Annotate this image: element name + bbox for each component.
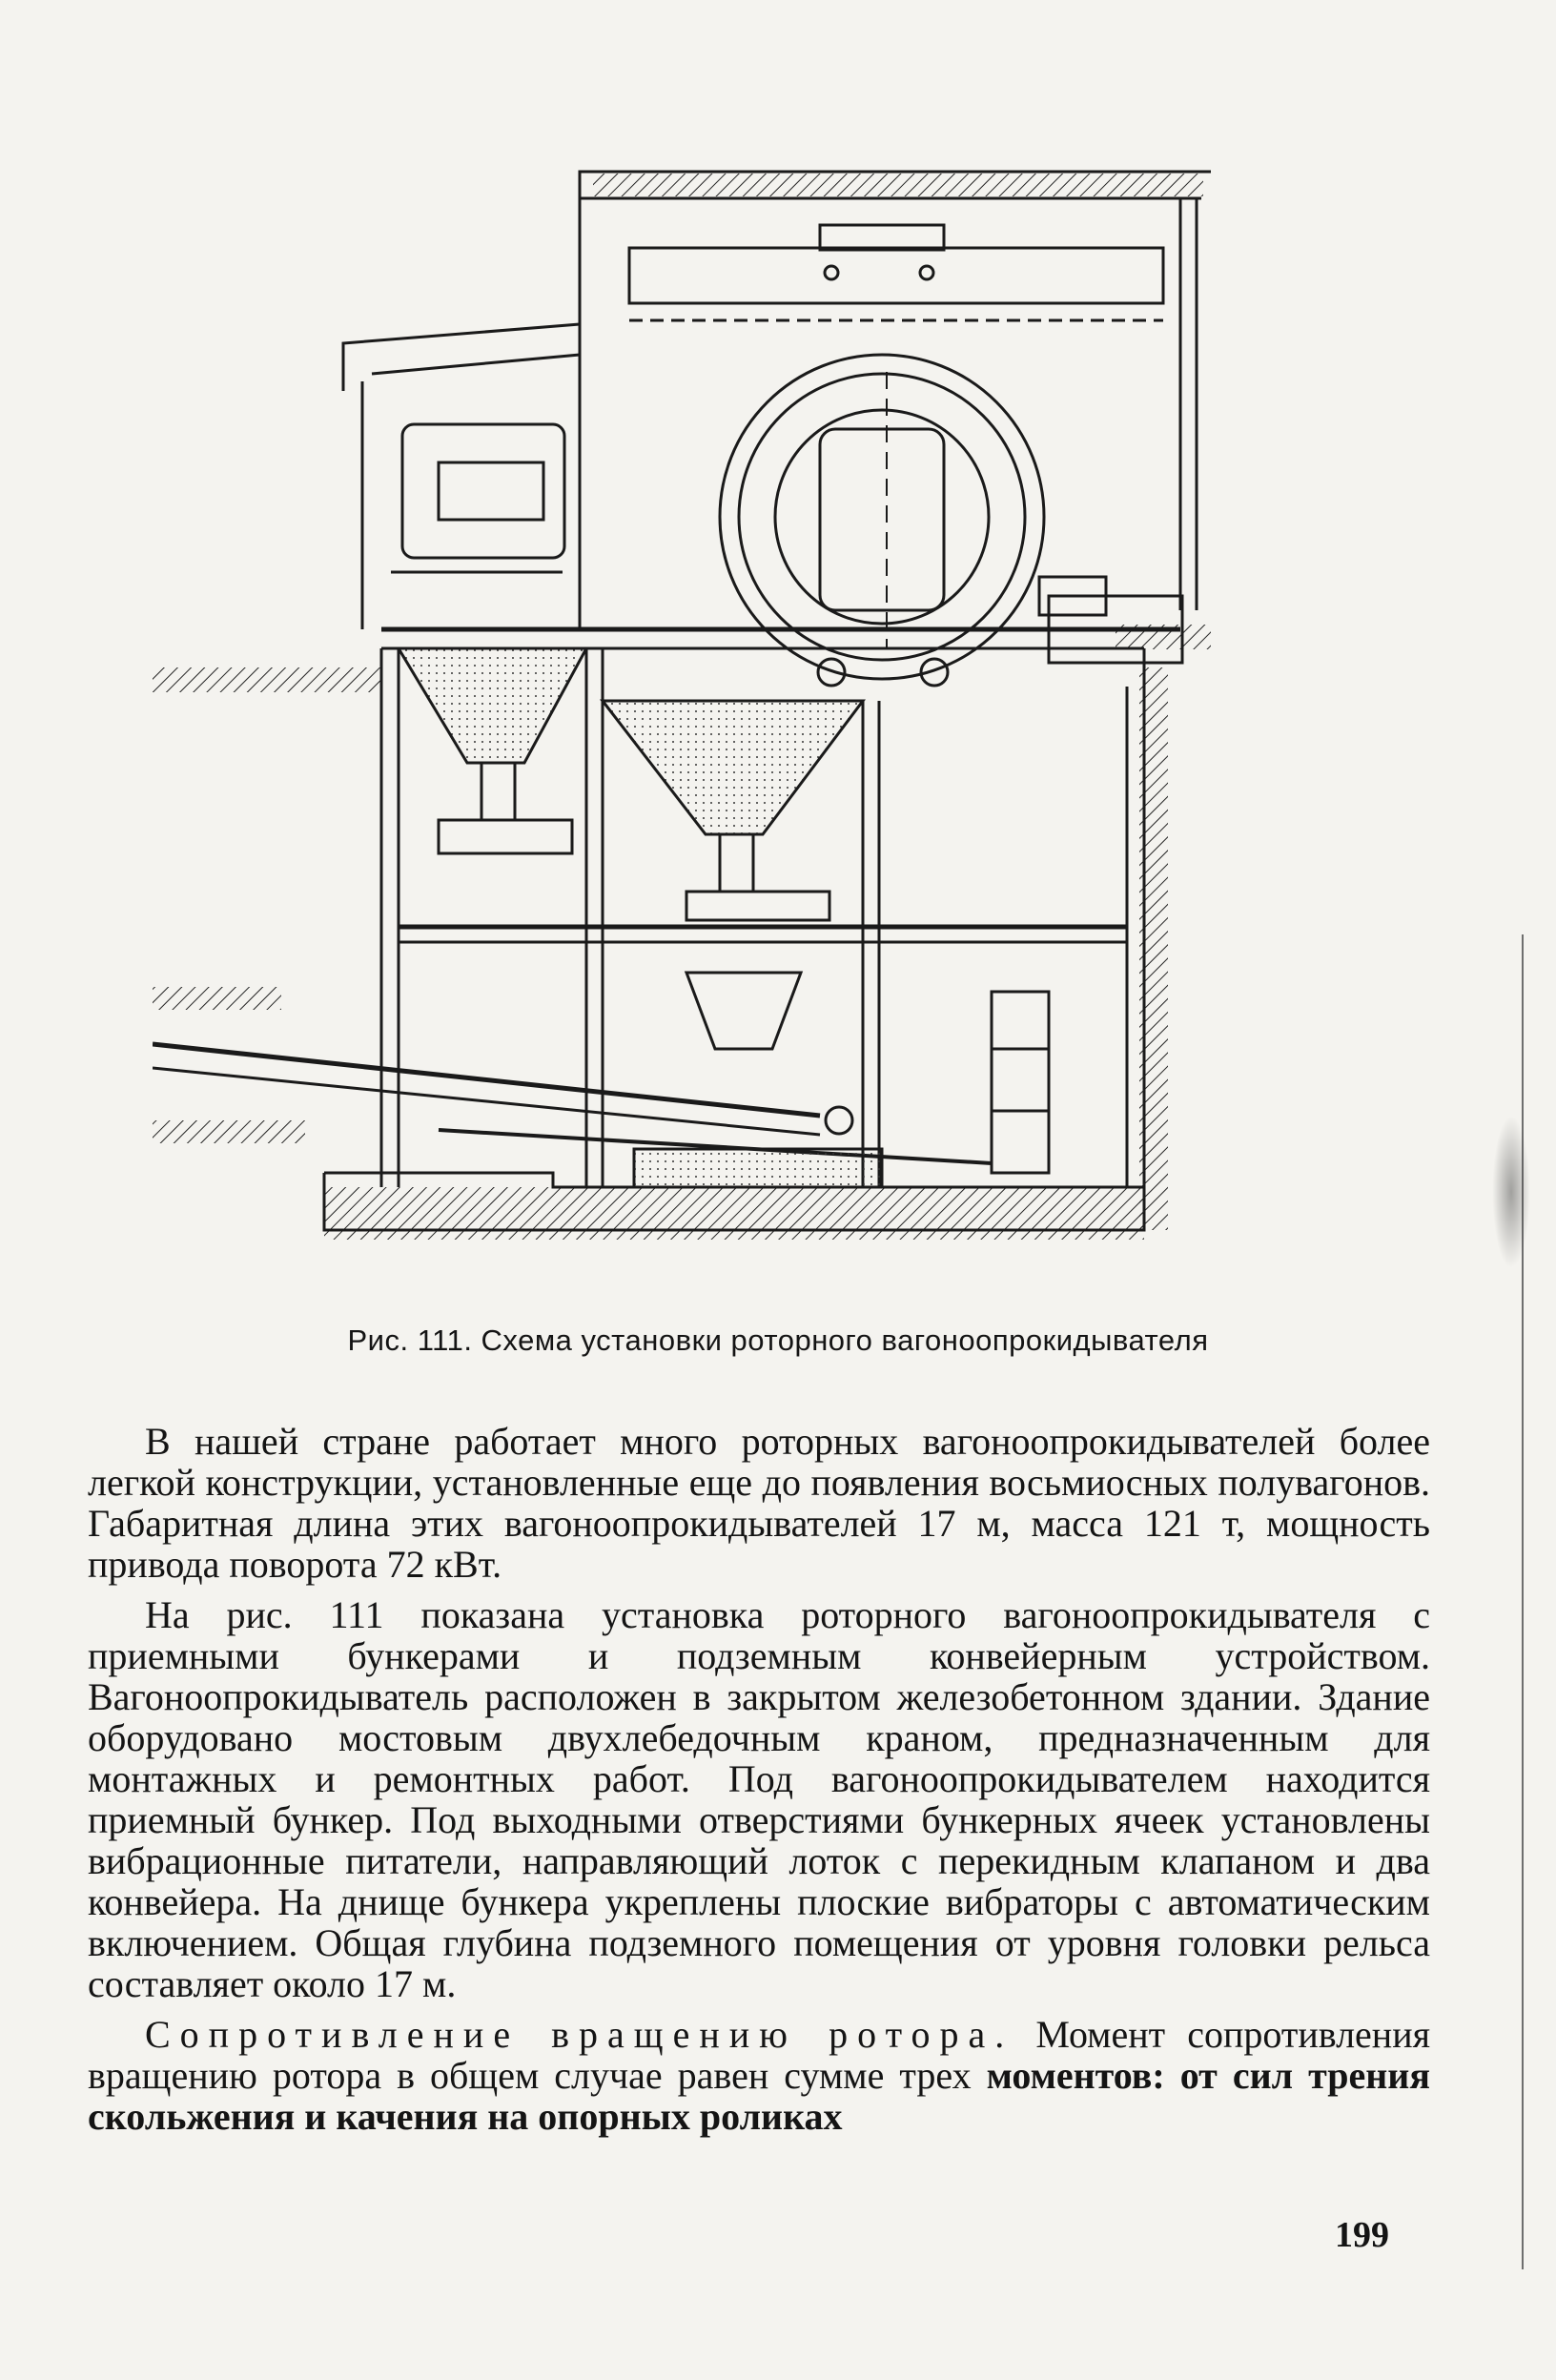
section-heading-inline: Сопротивление вращению ротора. (145, 2013, 1014, 2056)
roof-hatch (593, 174, 1203, 196)
scan-margin-line (1522, 934, 1524, 2269)
crane-trolley (818, 223, 946, 252)
foundation-hatch (324, 1187, 1144, 1240)
paragraph-3-text: Момент сопротивления вращению ротора в о… (88, 2013, 1431, 2097)
elevator-frame (990, 990, 1051, 1175)
paragraph-2: На рис. 111 показана установка роторного… (88, 1593, 1430, 2005)
wagon-in-rotor (818, 427, 946, 612)
vibratory-feeder-right (685, 890, 831, 922)
annex-roof (341, 322, 581, 391)
hopper-left (396, 646, 589, 765)
ground-left-hatch (153, 667, 381, 692)
foundation-outline (322, 1171, 1146, 1232)
technical-drawing-figure (153, 153, 1211, 1278)
rotor-outer-ring (718, 353, 1046, 681)
figure-caption: Рис. 111. Схема установки роторного ваго… (347, 1323, 1209, 1357)
conveyor-2 (153, 1066, 821, 1137)
ground-left-bottom-hatch (153, 1120, 305, 1143)
hopper-right (599, 699, 866, 836)
roof-outline (578, 170, 1211, 198)
overhead-crane (627, 246, 1165, 305)
car-outline-left (400, 422, 566, 560)
paragraph-3: Сопротивление вращению ротора. Момент со… (88, 2014, 1430, 2137)
rotary-car-dumper-schematic (153, 170, 1211, 1240)
conveyor-1 (153, 1041, 821, 1118)
paragraph-1: В нашей стране работает много роторных в… (88, 1420, 1430, 1586)
page-number: 199 (1335, 2215, 1389, 2255)
body-text: В нашей стране работает много роторных в… (88, 1421, 1430, 2137)
paragraph-3-bold-line: моментов: от сил трения скольжения и кач… (88, 2054, 1430, 2138)
ground-left-lower-hatch (153, 987, 281, 1010)
chute (684, 971, 804, 1051)
vibratory-feeder-left (437, 818, 574, 855)
scan-smudge (1492, 1116, 1530, 1268)
